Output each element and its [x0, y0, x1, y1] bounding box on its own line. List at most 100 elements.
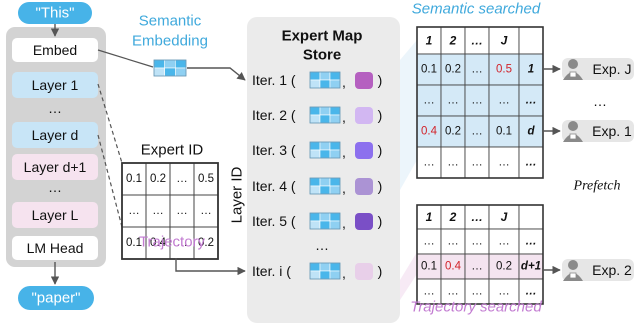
embedding-cell: [319, 106, 331, 116]
table-value: …: [423, 286, 435, 298]
zoom-line: [97, 134, 123, 228]
expert-id-value: 0.2: [150, 173, 166, 185]
prefetch-label: Prefetch: [573, 179, 621, 194]
trajectory-arrow: [175, 258, 246, 276]
entry-comma: ,: [342, 109, 346, 125]
layer-box: [12, 72, 98, 98]
table-value: …: [447, 286, 459, 298]
table-cell: [518, 278, 544, 305]
embedding-border: [309, 71, 341, 89]
entry-embedding-icon: [309, 71, 341, 89]
entry-embedding-icon: [309, 262, 341, 280]
expert-card-bg: [562, 58, 634, 80]
layer-ellipsis: …: [48, 179, 62, 195]
iteration-label: Iter. 5 (: [252, 213, 296, 229]
embedding-border: [309, 212, 341, 230]
table-cell: [518, 53, 544, 86]
entry-embedding-icon: [309, 106, 341, 124]
embedding-border: [309, 262, 341, 280]
embedding-cell: [164, 67, 176, 77]
output-token: "paper": [31, 290, 80, 307]
embedding-cell: [319, 212, 331, 222]
embedding-cell: [329, 220, 341, 230]
table-value: …: [447, 236, 459, 248]
embedding-cell: [319, 220, 331, 230]
expert-icon: [563, 260, 583, 281]
layer-ellipsis: …: [48, 100, 62, 116]
input-token-pill: [18, 2, 92, 24]
embedding-cell: [309, 106, 321, 116]
table-cell: [488, 146, 520, 179]
semantic-embedding-icon: [153, 59, 187, 77]
embedding-cell: [329, 141, 341, 151]
expert-id-value: 0.4: [150, 237, 167, 249]
semantic-searched-label: Semantic searched: [412, 1, 541, 18]
layer-label: Layer L: [32, 207, 79, 223]
iteration-label: Iter. 4 (: [252, 178, 296, 194]
expert-icon: [563, 59, 583, 80]
embedding-cell: [309, 220, 321, 230]
table-cell: [518, 115, 544, 148]
header-label: 2: [449, 210, 457, 224]
table-value: 0.2: [496, 261, 512, 273]
expert-id-value: …: [176, 173, 188, 185]
table-value: …: [471, 236, 483, 248]
expert-id-value: 0.5: [198, 173, 214, 185]
layer-index: d: [527, 126, 535, 138]
trajectory-swatch: [355, 107, 373, 124]
layer-label: LM Head: [27, 240, 84, 256]
embedding-cell: [319, 149, 331, 159]
expert-head: [568, 59, 578, 69]
layer-index: …: [525, 95, 537, 107]
expert-id-frame: [121, 162, 219, 260]
header-cell: [518, 26, 544, 55]
embedding-cell: [319, 177, 331, 187]
embedding-cell: [309, 149, 321, 159]
embedding-cell: [309, 141, 321, 151]
embedding-border: [309, 106, 341, 124]
embedding-cell: [329, 185, 341, 195]
embed-line: [97, 49, 154, 68]
store-entry: Iter. 5 (,): [252, 212, 382, 231]
expert-ellipsis: …: [593, 93, 607, 109]
semantic-label: Embedding: [132, 33, 208, 50]
embedding-cell: [319, 79, 331, 89]
embedding-border: [153, 59, 187, 77]
iteration-label: Iter. i (: [252, 263, 291, 279]
expert-label: Exp. J: [593, 61, 632, 77]
expert-card: Exp. 2: [562, 259, 634, 281]
expert-card: Exp. 1: [562, 120, 634, 142]
embedding-cell: [319, 270, 331, 280]
table-value: …: [498, 286, 510, 298]
table-value: 0.5: [496, 64, 512, 76]
entry-comma: ,: [342, 215, 346, 231]
embedding-cell: [329, 177, 341, 187]
embedding-border: [309, 177, 341, 195]
expert-head: [568, 260, 578, 270]
store-entry: Iter. 3 (,): [252, 141, 382, 160]
header-label: 1: [426, 210, 433, 224]
expert-head: [568, 121, 578, 131]
embedding-cell: [309, 114, 321, 124]
header-label: J: [501, 210, 508, 224]
iteration-label: Iter. 2 (: [252, 107, 296, 123]
trajectory-swatch: [355, 213, 373, 230]
expert-label: Exp. 1: [592, 123, 632, 139]
table-cell: [464, 278, 490, 305]
input-token: "This": [36, 5, 75, 22]
iteration-label: Iter. 3 (: [252, 142, 296, 158]
semantic-label: Semantic: [139, 13, 202, 30]
store-entry: Iter. 1 (,): [252, 71, 382, 90]
table-value: …: [471, 126, 483, 138]
embedding-cell: [319, 141, 331, 151]
embedding-cell: [175, 67, 187, 77]
table-cell: [440, 84, 466, 117]
embedding-cell: [309, 262, 321, 272]
embed-to-store-arrow: [187, 67, 246, 81]
layer-label: Embed: [33, 42, 77, 58]
expert-id-value: …: [176, 237, 188, 249]
trajectory-swatch: [355, 72, 373, 89]
trajectory-swatch: [355, 263, 373, 280]
table-value: 0.4: [445, 261, 462, 273]
